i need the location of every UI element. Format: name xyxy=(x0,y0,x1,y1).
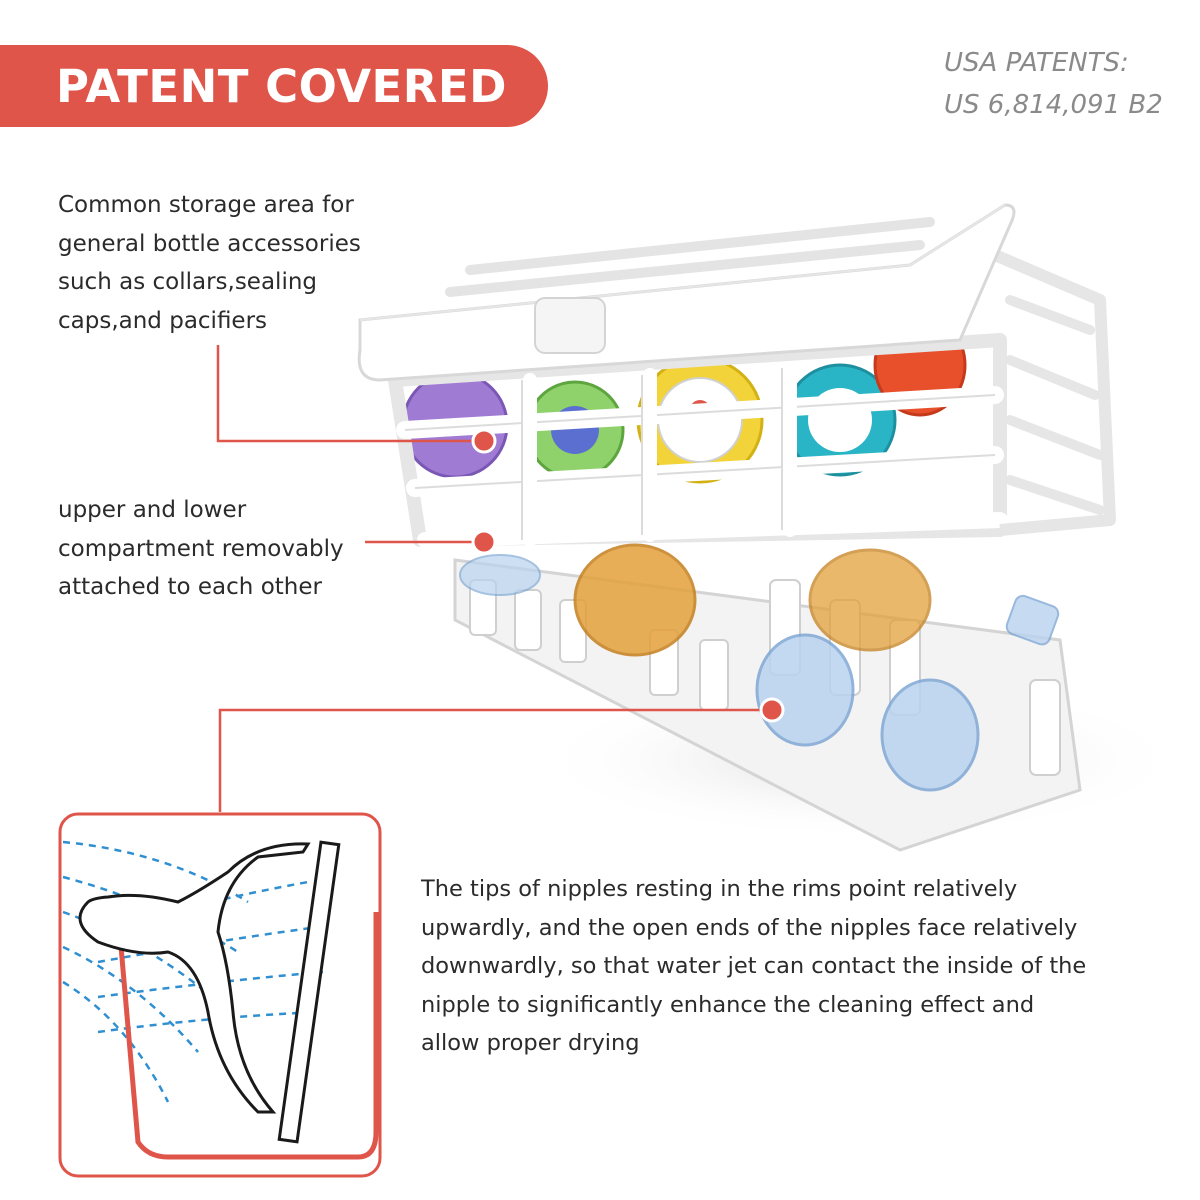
callout-line: caps,and pacifiers xyxy=(58,307,268,334)
callout-line: attached to each other xyxy=(58,574,322,600)
nipple-shape xyxy=(78,842,311,1114)
upper-basket xyxy=(357,203,1116,548)
patent-heading: USA PATENTS: xyxy=(944,48,1129,78)
rim-outline xyxy=(115,911,379,1160)
callout-line: upwardly, and the open ends of the nippl… xyxy=(421,914,1078,941)
leader-lines xyxy=(216,345,772,812)
patent-banner: PATENT COVERED xyxy=(0,45,548,127)
collar-bar xyxy=(277,840,341,1144)
patent-info: USA PATENTS: US 6,814,091 B2 xyxy=(944,42,1184,126)
callout-line: The tips of nipples resting in the rims … xyxy=(421,876,1018,902)
callout-line: such as collars,sealing xyxy=(58,269,318,295)
callout-line: general bottle accessories xyxy=(58,230,361,257)
callout-line: nipple to significantly enhance the clea… xyxy=(421,991,1035,1018)
callout-nipple-rims: The tips of nipples resting in the rims … xyxy=(421,870,1086,1063)
callout-line: compartment removably xyxy=(58,535,344,562)
callout-line: allow proper drying xyxy=(421,1030,640,1056)
callout-line: downwardly, so that water jet can contac… xyxy=(421,953,1087,979)
banner-title: PATENT COVERED xyxy=(56,59,508,113)
callout-line: upper and lower xyxy=(58,497,247,523)
callout-line: Common storage area for xyxy=(58,192,354,218)
callout-storage-area: Common storage area for general bottle a… xyxy=(58,186,361,340)
callout-dot-compartment xyxy=(471,529,497,555)
callout-compartments: upper and lower compartment removably at… xyxy=(58,491,344,607)
patent-number: US 6,814,091 B2 xyxy=(944,90,1163,120)
callout-dot-nipple xyxy=(759,697,785,723)
nipple-diagram xyxy=(58,812,382,1178)
callout-dot-storage xyxy=(471,428,497,454)
